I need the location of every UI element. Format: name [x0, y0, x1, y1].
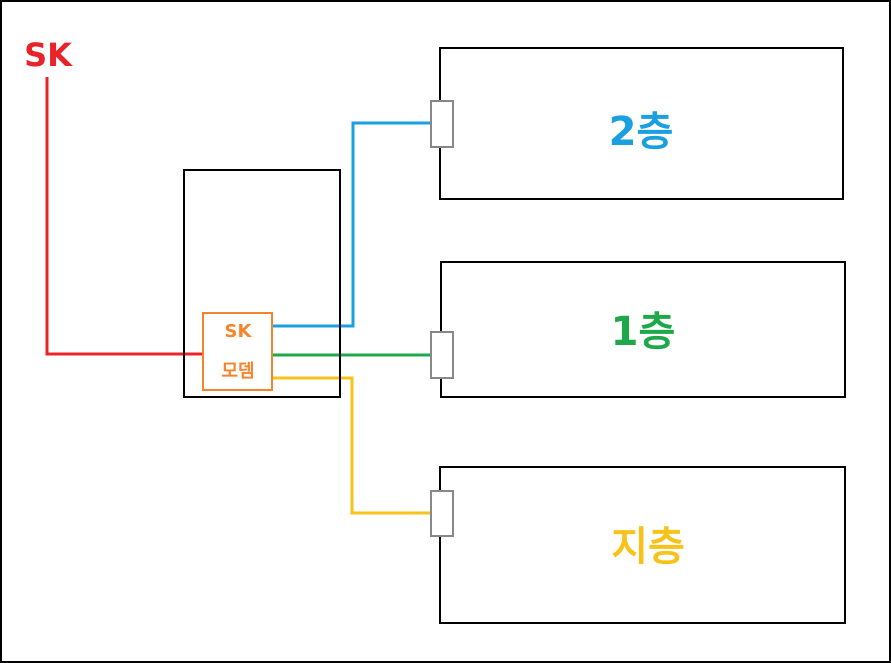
first-floor-box [440, 261, 846, 398]
basement-floor-connector [430, 490, 454, 537]
modem-box [202, 312, 273, 391]
cabinet-box [183, 169, 341, 398]
isp-line [45, 77, 213, 356]
isp-label: SK [24, 36, 73, 74]
modem-label-line1: SK [225, 321, 253, 342]
first-floor-label: 1층 [611, 309, 676, 355]
basement-floor-label: 지층 [611, 524, 685, 570]
second-floor-connector [430, 100, 454, 148]
first-floor-connector [430, 331, 454, 379]
second-floor-line [272, 121, 430, 328]
second-floor-label: 2층 [609, 109, 674, 155]
modem-label-line2: 모뎀 [221, 361, 254, 382]
basement-floor-box [439, 466, 846, 624]
basement-line [272, 376, 430, 515]
